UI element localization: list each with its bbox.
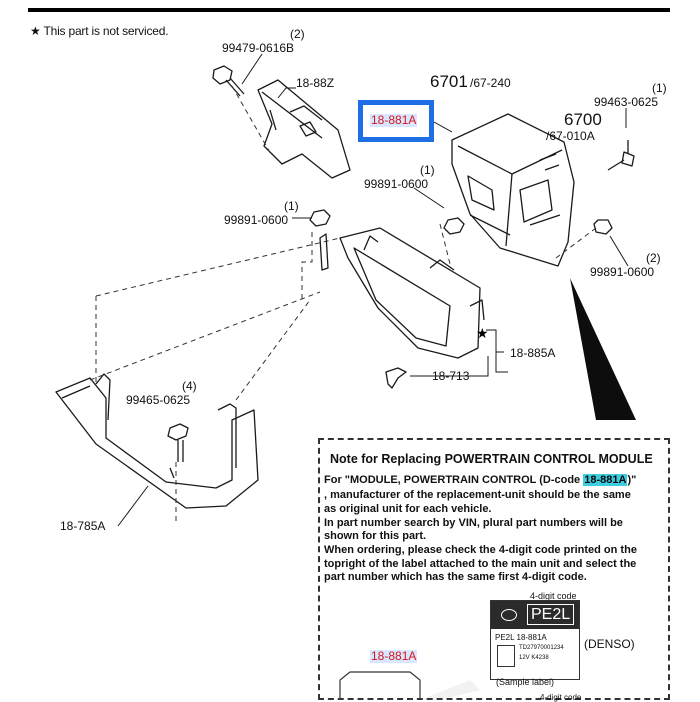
part-6701: 6701 bbox=[430, 72, 468, 91]
note-line-8: part number which has the same first 4-d… bbox=[324, 571, 587, 583]
note-title: Note for Replacing POWERTRAIN CONTROL MO… bbox=[330, 452, 653, 466]
qty-99891-a: (1) bbox=[420, 163, 435, 177]
sample-label-line: PE2L 18-881A bbox=[495, 633, 547, 642]
svg-text:★: ★ bbox=[476, 326, 489, 342]
qty-99891-c: (2) bbox=[646, 251, 661, 265]
part-18-885a: 18-885A bbox=[510, 346, 556, 360]
sample-label: PE2L PE2L 18-881A TD27970001234 12V K423… bbox=[490, 600, 580, 680]
sample-code: PE2L bbox=[527, 604, 575, 626]
qty-99465: (4) bbox=[182, 379, 197, 393]
qty-99463: (1) bbox=[652, 81, 667, 95]
part-18-713: 18-713 bbox=[432, 369, 470, 383]
note-line-5: shown for this part. bbox=[324, 530, 427, 542]
note-line-7: topright of the label attached to the ma… bbox=[324, 558, 637, 570]
part-6700-sub: /67-010A bbox=[546, 129, 595, 143]
note-line-2: , manufacturer of the replacement-unit s… bbox=[324, 489, 631, 501]
not-serviced-note: ★ This part is not serviced. bbox=[30, 24, 169, 38]
sample-caption: (Sample label) bbox=[496, 677, 555, 687]
part-99463: 99463-0625 bbox=[594, 95, 659, 109]
part-99891-b: 99891-0600 bbox=[224, 213, 289, 227]
code-caption-2: 4-digit code bbox=[540, 693, 582, 702]
bolt-99463 bbox=[607, 140, 635, 171]
header-rule bbox=[28, 8, 670, 12]
part-18-785a: 18-785A bbox=[60, 519, 106, 533]
bracket-18-785a bbox=[55, 373, 259, 509]
mazda-logo-icon bbox=[501, 609, 517, 621]
part-99891-c: 99891-0600 bbox=[590, 265, 655, 279]
part-18-88z: 18-88Z bbox=[296, 76, 335, 90]
qty-99891-b: (1) bbox=[284, 199, 299, 213]
part-6701-sub: /67-240 bbox=[470, 76, 511, 90]
bottom-d-code: 18-881A bbox=[370, 649, 418, 664]
note-d-code: 18-881A bbox=[583, 474, 628, 486]
ecu-module bbox=[451, 113, 575, 267]
note-line-4: In part number search by VIN, plural par… bbox=[324, 517, 623, 529]
bracket-18-885a bbox=[319, 227, 485, 359]
code-caption: 4-digit code bbox=[530, 591, 577, 601]
qty-99479: (2) bbox=[290, 27, 305, 41]
note-line-6: When ordering, please check the 4-digit … bbox=[324, 544, 637, 556]
part-6700: 6700 bbox=[564, 110, 602, 129]
cover-18-88z bbox=[257, 79, 351, 179]
note-line-3: as original unit for each vehicle. bbox=[324, 503, 492, 515]
qr-code-icon bbox=[497, 645, 515, 667]
part-99891-a: 99891-0600 bbox=[364, 177, 429, 191]
note-line-1: For "MODULE, POWERTRAIN CONTROL (D-code … bbox=[324, 474, 637, 486]
highlight-18-881a bbox=[358, 100, 434, 142]
bolt-99479 bbox=[212, 65, 245, 97]
part-99479: 99479-0616B bbox=[222, 41, 295, 55]
part-99465: 99465-0625 bbox=[126, 393, 191, 407]
part-18-881a: 18-881A bbox=[370, 113, 418, 128]
denso-label: (DENSO) bbox=[584, 637, 635, 651]
